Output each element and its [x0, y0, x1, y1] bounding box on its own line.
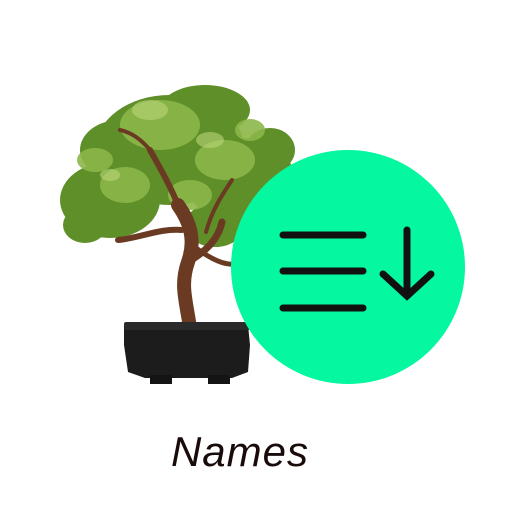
sort-descending-icon: [231, 150, 465, 384]
sort-badge[interactable]: [231, 150, 465, 384]
app-name: Names: [170, 428, 310, 475]
